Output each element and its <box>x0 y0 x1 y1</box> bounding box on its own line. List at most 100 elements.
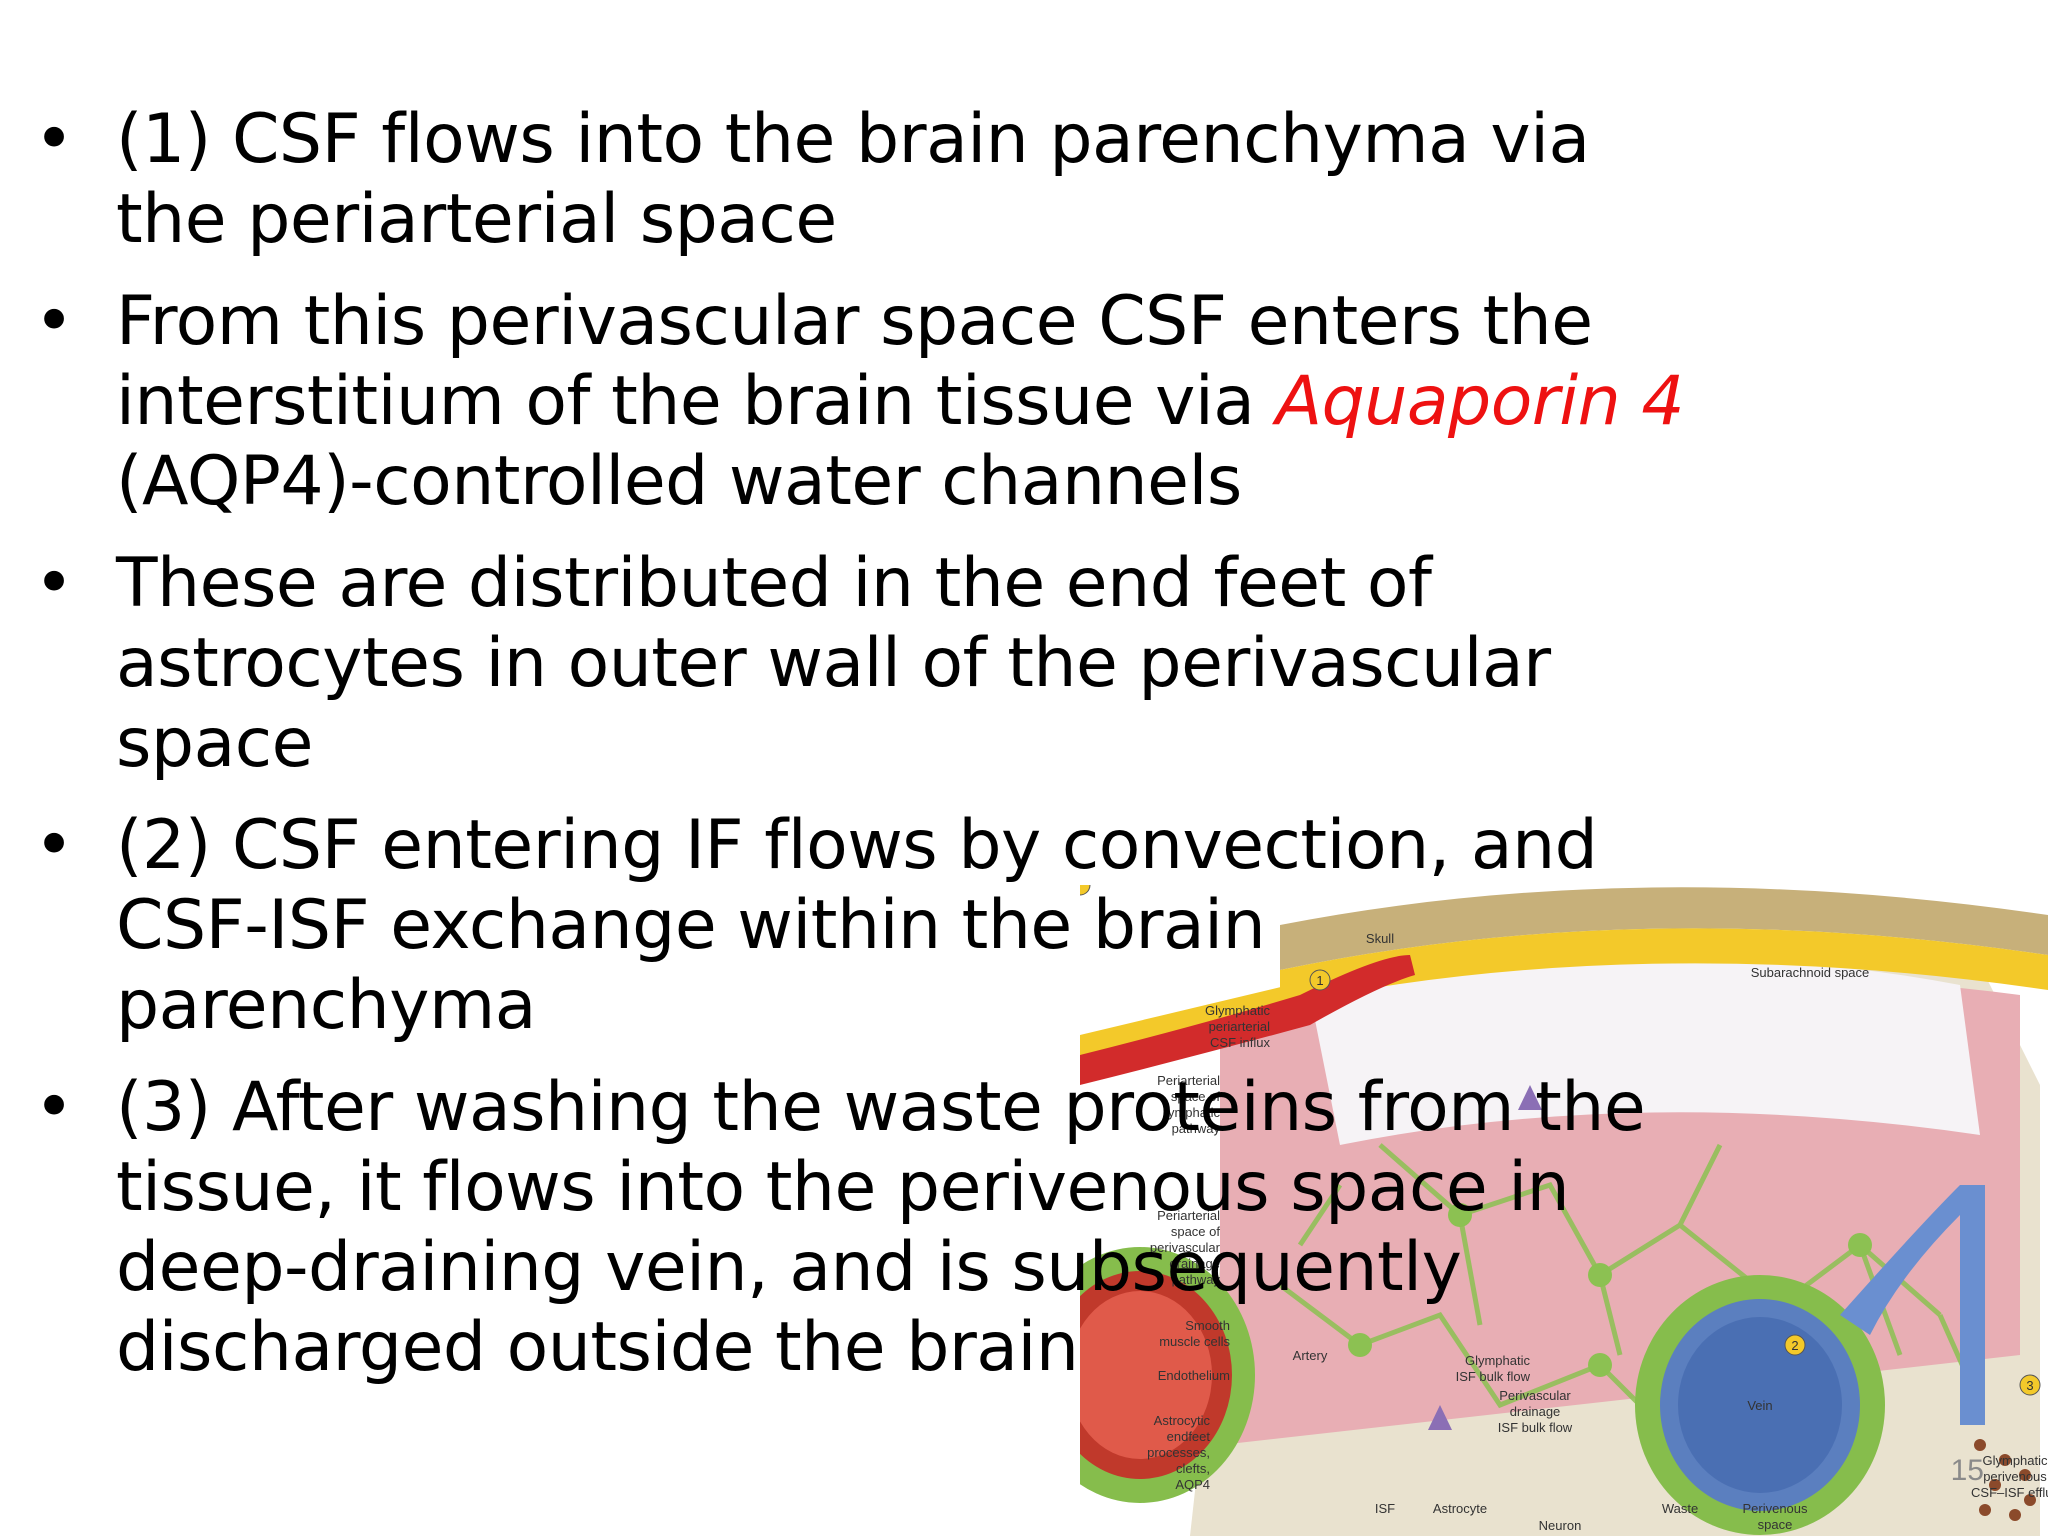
label-perivenous-space-line: Perivenous <box>1742 1501 1808 1516</box>
label-neuron: Neuron <box>1539 1518 1582 1533</box>
bullet-line: interstitium of the brain tissue via Aqu… <box>116 362 1800 442</box>
bullet-dot: • <box>34 806 74 885</box>
skull-band <box>1280 887 2048 970</box>
step-badge <box>2019 1374 2041 1396</box>
label-glymphatic-influx-line: CSF influx <box>1210 1035 1270 1050</box>
label-isf: ISF <box>1375 1501 1395 1516</box>
label-endothelium-line: Endothelium <box>1158 1368 1230 1383</box>
bullet-list: • (1) CSF flows into the brain parenchyma… <box>0 100 1800 1410</box>
bullet-line: parenchyma <box>116 966 1800 1046</box>
label-artery-line: Artery <box>1293 1348 1328 1363</box>
label-subarachnoid-line: Subarachnoid space <box>1751 965 1870 980</box>
bullet-text: (1) CSF flows into the brain parenchyma … <box>116 100 1590 179</box>
label-smooth-muscle-line: muscle cells <box>1159 1334 1230 1349</box>
waste-dot <box>2024 1494 2036 1506</box>
label-perivascular-drainage-line: perivascular <box>1150 1240 1221 1255</box>
label-waste: Waste <box>1662 1501 1698 1516</box>
label-perivascular-isf-line: ISF bulk flow <box>1498 1420 1573 1435</box>
bullet-line: (2) CSF entering IF flows by convection,… <box>116 806 1800 886</box>
artery-top <box>1080 955 1415 1085</box>
bullet-dot: • <box>34 544 74 623</box>
label-periarterial-space-line: space of <box>1171 1089 1221 1104</box>
page-number: 15 <box>1950 1454 1984 1487</box>
white-layer <box>1310 957 1980 1145</box>
label-subarachnoid: Subarachnoid space <box>1751 965 1870 980</box>
bullet-text: space <box>116 704 313 783</box>
step-badge <box>1784 1334 1806 1356</box>
label-glymphatic-influx-line: Glymphatic <box>1205 1003 1271 1018</box>
label-perivascular-drainage-line: space of <box>1171 1224 1221 1239</box>
bullet-line: the periarterial space <box>116 180 1800 260</box>
waste-dot <box>1999 1454 2011 1466</box>
label-perivenous-space-line: space <box>1758 1517 1793 1532</box>
glymphatic-diagram-svg: Skull <box>1080 885 2048 1536</box>
label-vein-line: Vein <box>1747 1398 1772 1413</box>
subarachnoid-band <box>1280 928 2048 1005</box>
label-efflux-line: CSF–ISF efflux <box>1971 1485 2048 1500</box>
bullet-line: CSF-ISF exchange within the brain <box>116 886 1800 966</box>
bullet-item: • (1) CSF flows into the brain parenchyma… <box>0 100 1800 260</box>
label-isf-line: ISF <box>1375 1501 1395 1516</box>
step-badge-label: 2 <box>1791 1338 1798 1353</box>
label-astrocyte: Astrocyte <box>1433 1501 1487 1516</box>
bullet-line: From this perivascular space CSF enters … <box>116 282 1800 362</box>
step-badge-label: 1 <box>1316 973 1323 988</box>
bullet-item: •(3) After washing the waste proteins fr… <box>0 1068 1800 1388</box>
label-artery: Artery <box>1293 1348 1328 1363</box>
label-perivascular-isf-line: Perivascular <box>1499 1388 1571 1403</box>
bullet-text: From this perivascular space CSF enters … <box>116 282 1593 361</box>
label-skull: Skull <box>1366 931 1394 946</box>
label-waste-line: Waste <box>1662 1501 1698 1516</box>
bullet-text: (2) CSF entering IF flows by convection,… <box>116 806 1598 885</box>
label-smooth-muscle-line: Smooth <box>1185 1318 1230 1333</box>
waste-dot <box>2009 1509 2021 1521</box>
label-astrocyte-line: Astrocyte <box>1433 1501 1487 1516</box>
bullet-text: parenchyma <box>116 966 536 1045</box>
label-periarterial-space-line: lymphatic <box>1165 1105 1220 1120</box>
bullet-dot: • <box>34 100 74 179</box>
label-isf-bulk-flow-line: ISF bulk flow <box>1456 1369 1531 1384</box>
step-badge <box>1080 885 1091 896</box>
accent-text: Aquaporin 4 <box>1275 362 1685 441</box>
bullet-line: These are distributed in the end feet of <box>116 544 1800 624</box>
label-endothelium: Endothelium <box>1158 1368 1230 1383</box>
bullet-text: discharged outside the brain <box>116 1308 1079 1387</box>
artery-lumen <box>1080 1291 1212 1459</box>
waste-dot <box>1974 1439 1986 1451</box>
bullet-item: • (2) CSF entering IF flows by convection… <box>0 806 1800 1046</box>
step-badge-label-line: 3 <box>2026 1378 2033 1393</box>
bullet-line: (3) After washing the waste proteins fro… <box>116 1068 1800 1148</box>
bullet-text: tissue, it flows into the perivenous spa… <box>116 1148 1570 1227</box>
bullet-line: discharged outside the brain <box>116 1308 1800 1388</box>
bullet-text: interstitium of the brain tissue via <box>116 362 1276 441</box>
label-astrocytic-endfeet-line: processes, <box>1147 1445 1210 1460</box>
vein-lumen <box>1678 1317 1842 1493</box>
bullet-text: the periarterial space <box>116 180 837 259</box>
bullet-line: deep-draining vein, and is subsequently <box>116 1228 1800 1308</box>
label-astrocytic-endfeet-line: AQP4 <box>1175 1477 1210 1492</box>
label-periarterial-space-line: pathway <box>1172 1121 1221 1136</box>
label-astrocytic-endfeet-line: endfeet <box>1167 1429 1211 1444</box>
label-perivascular-isf-line: drainage <box>1510 1404 1561 1419</box>
bullet-line: astrocytes in outer wall of the perivasc… <box>116 624 1800 704</box>
label-astrocytic-endfeet-line: Astrocytic <box>1154 1413 1211 1428</box>
bullet-line: space <box>116 704 1800 784</box>
bullet-dot: • <box>34 282 74 361</box>
bullet-text: deep-draining vein, and is subsequently <box>116 1228 1462 1307</box>
step-badge-label-line: 2 <box>1791 1338 1798 1353</box>
label-periarterial-space-line: Periarterial <box>1157 1073 1220 1088</box>
waste-dot <box>2019 1469 2031 1481</box>
label-perivascular-drainage-line: pathway <box>1172 1272 1221 1287</box>
bullet-text: CSF-ISF exchange within the brain <box>116 886 1266 965</box>
